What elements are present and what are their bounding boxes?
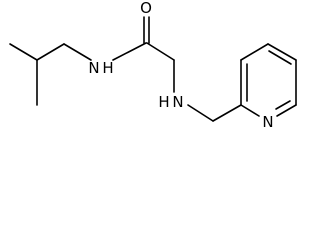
bond-ring-c4-c5-inner [268,50,292,65]
bond-carbonyl-ch2 [146,42,175,61]
bond-ring-c3-c4 [240,43,269,61]
bond-ring-n-c2 [240,104,260,117]
amine-nitrogen-label: N [172,93,183,111]
amide-nitrogen-label: N [88,59,99,77]
carbonyl-oxygen-label: O [140,0,152,17]
amine-hydrogen-label: H [158,93,169,111]
bond-amine-ch2 [187,104,214,122]
bond-ch2-amide-n [63,43,92,61]
bond-methyl-top [9,43,38,61]
bond-ring-c4-c5 [267,43,297,61]
amide-hydrogen-label: H [102,59,113,77]
bond-ring-c6-n [276,104,297,117]
molecule-diagram: O N H H N N [9,0,297,131]
bond-ch2-pyridine [212,104,242,122]
pyridine-nitrogen-label: N [262,113,273,131]
structure-svg: O N H H N N [9,0,297,131]
bond-amide-n-carbonyl [112,42,147,61]
bond-ring-c6-n-inner [275,100,291,110]
bond-isobutyl-ch2 [36,43,65,61]
